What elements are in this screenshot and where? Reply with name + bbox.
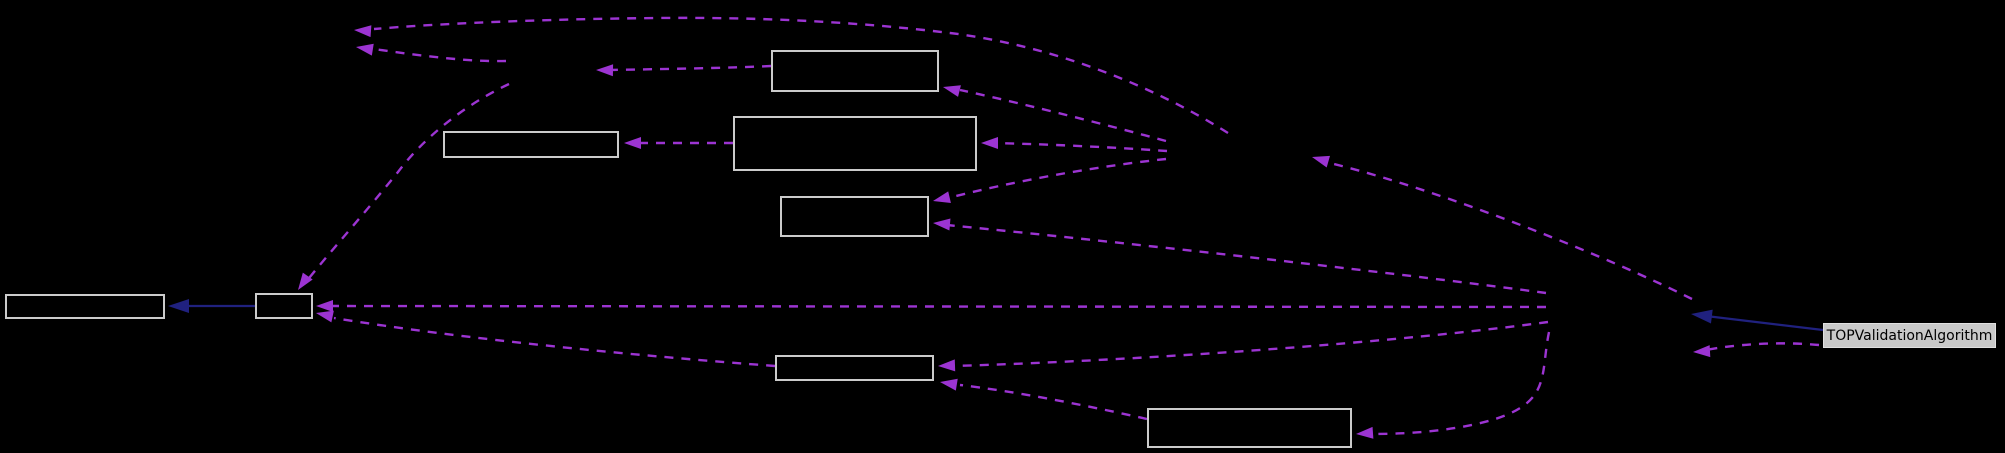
box8-to-box7-edge	[959, 383, 1148, 421]
box1-to-t-arrowhead	[596, 64, 614, 77]
n2-to-box2-edge	[993, 141, 1168, 153]
hub-to-box7-edge	[953, 320, 1549, 368]
class-node-box-2[interactable]	[733, 116, 977, 171]
main-to-hub-inheritance-arrowhead	[1691, 309, 1713, 324]
hub-to-box4-lower-arrowhead	[933, 218, 951, 231]
class-node-box-1[interactable]	[771, 50, 939, 92]
t-to-box6-top-edge	[304, 82, 510, 284]
box1-to-t-edge	[609, 64, 772, 72]
hub-to-box8-edge	[1369, 331, 1551, 436]
main-to-hub-inheritance-edge	[1705, 314, 1824, 332]
n2-to-box1-arrowhead	[943, 85, 961, 97]
main-to-hub-usage-edge	[1705, 342, 1820, 352]
n2-to-box4-upper-edge	[951, 157, 1167, 199]
class-node-box-8[interactable]	[1147, 408, 1352, 448]
n2-to-box4-upper-arrowhead	[933, 191, 951, 204]
hub-to-box7-arrowhead	[938, 359, 956, 372]
hub-to-box8-arrowhead	[1356, 426, 1374, 439]
n2-to-box2-arrowhead	[981, 137, 998, 149]
box6-to-box5-inheritance-arrowhead	[168, 299, 189, 313]
class-node-box-5[interactable]	[5, 294, 165, 319]
hub-to-n2-arrowhead	[1312, 155, 1330, 168]
main-class-node[interactable]: TOPValidationAlgorithm	[1823, 323, 1996, 348]
hub-to-box4-lower-edge	[946, 223, 1547, 295]
n2-to-topleft-upper-arrowhead	[354, 25, 372, 38]
hub-to-box6-long-arrowhead	[316, 300, 333, 312]
n2-to-topleft-upper-edge	[373, 16, 1229, 135]
class-node-box-3[interactable]	[443, 131, 619, 158]
t-to-topleft-lower-arrowhead	[356, 43, 374, 56]
hub-to-n2-edge	[1333, 162, 1693, 301]
main-to-hub-usage-arrowhead	[1693, 345, 1711, 358]
t-to-box6-top-arrowhead	[298, 272, 313, 290]
class-node-box-4[interactable]	[780, 196, 929, 237]
hub-to-box6-long-edge	[331, 304, 1547, 309]
t-to-topleft-lower-edge	[373, 47, 507, 63]
box2-to-box3-arrowhead	[624, 137, 641, 149]
n2-to-box1-edge	[959, 88, 1167, 143]
class-node-box-6[interactable]	[255, 293, 313, 319]
box8-to-box7-arrowhead	[940, 378, 958, 391]
class-node-box-7[interactable]	[775, 355, 934, 381]
box7-to-box6-edge	[333, 316, 776, 368]
box7-to-box6-arrowhead	[316, 310, 334, 323]
